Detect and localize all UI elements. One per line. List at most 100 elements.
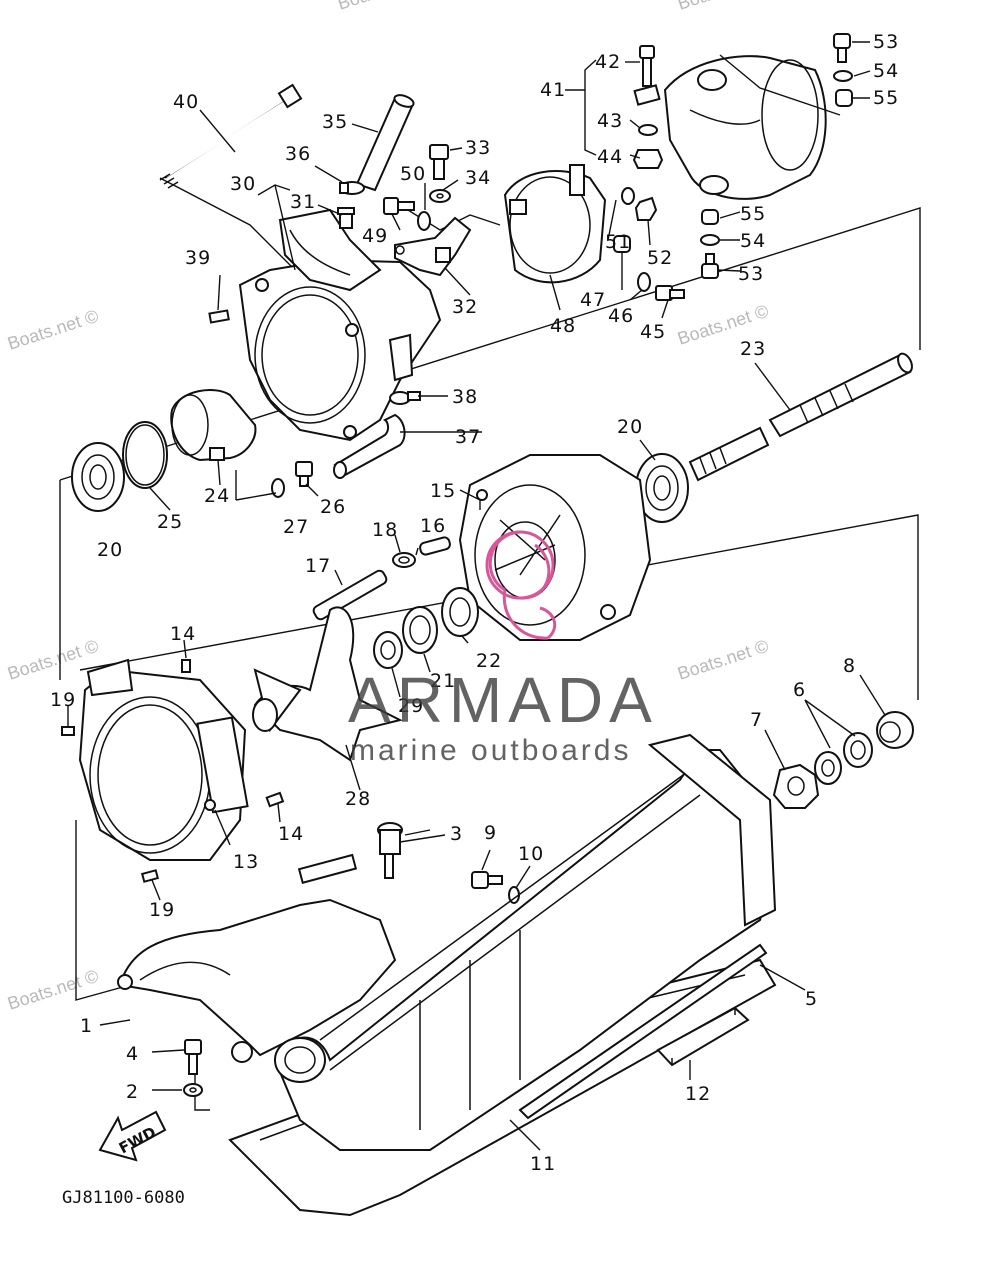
callout-8: 8 [843, 655, 856, 677]
callout-20a: 20 [617, 416, 643, 438]
callout-19b: 19 [149, 899, 175, 921]
part-3-drain-valve [377, 822, 403, 879]
callout-54a: 54 [873, 60, 899, 82]
part-54-washer-bottom [700, 234, 720, 246]
callout-12: 12 [685, 1083, 711, 1105]
part-6-seal [814, 732, 873, 785]
part-19-pin-top [61, 726, 75, 736]
fwd-arrow: FWD [98, 1110, 167, 1162]
part-33-bolt [429, 144, 449, 180]
leader-lines [67, 41, 886, 1151]
callout-30: 30 [230, 173, 256, 195]
callout-53a: 53 [873, 31, 899, 53]
callout-53b: 53 [738, 263, 764, 285]
part-17-shaft [312, 569, 388, 621]
callout-31: 31 [290, 191, 316, 213]
part-50-washer [417, 211, 431, 231]
callout-55a: 55 [873, 87, 899, 109]
callout-47: 47 [580, 289, 606, 311]
part-35-hose [355, 94, 415, 192]
part-21-seal [402, 606, 438, 654]
watermark: Boats.net © [675, 0, 771, 14]
callout-23: 23 [740, 338, 766, 360]
part-28-impeller [252, 606, 403, 762]
callout-13: 13 [233, 851, 259, 873]
callout-48: 48 [550, 315, 576, 337]
part-23-drive-shaft [768, 352, 913, 438]
part-44-nut [632, 149, 664, 169]
watermark: Boats.net © [335, 0, 431, 14]
callout-43: 43 [597, 110, 623, 132]
callout-32: 32 [452, 296, 478, 318]
part-38-clamp [389, 391, 421, 405]
callout-18: 18 [372, 519, 398, 541]
part-39-pin [208, 309, 230, 324]
part-53-bolt-top [833, 33, 851, 63]
callout-15: 15 [430, 480, 456, 502]
callout-2: 2 [126, 1081, 139, 1103]
callout-4: 4 [126, 1043, 139, 1065]
part-31-fitting [337, 207, 355, 229]
callout-44: 44 [597, 146, 623, 168]
part-14-pin-top [181, 659, 191, 673]
part-2-washer [183, 1083, 203, 1097]
part-24-cone [170, 389, 257, 462]
part-25-o-ring [122, 421, 168, 489]
part-18-clip [392, 552, 416, 568]
callout-25: 25 [157, 511, 183, 533]
callout-labels: 40 35 36 30 31 33 34 50 49 32 39 41 42 4… [50, 31, 899, 1175]
callout-26: 26 [320, 496, 346, 518]
part-5-strip [518, 943, 768, 1120]
callout-6: 6 [793, 679, 806, 701]
callout-16: 16 [420, 515, 446, 537]
callout-20b: 20 [97, 539, 123, 561]
callout-41: 41 [540, 79, 566, 101]
part-12-block [656, 1006, 750, 1067]
callout-27: 27 [283, 516, 309, 538]
callout-5: 5 [805, 988, 818, 1010]
callout-17: 17 [305, 555, 331, 577]
part-52-nut [634, 196, 658, 221]
part-43-washer [638, 124, 658, 136]
callout-24: 24 [204, 485, 230, 507]
part-49-bolt [383, 197, 415, 215]
callout-3: 3 [450, 823, 463, 845]
callout-28: 28 [345, 788, 371, 810]
callout-29: 29 [398, 695, 424, 717]
brand-title: ARMADA [348, 664, 658, 736]
callout-9: 9 [484, 822, 497, 844]
callout-46: 46 [608, 305, 634, 327]
callout-10: 10 [518, 843, 544, 865]
part-22-bearing [441, 587, 479, 637]
part-42-bolt [639, 45, 655, 87]
part-14-pin-bottom [265, 791, 285, 808]
brand-subtitle: marine outboards [350, 734, 631, 767]
part-9-bolt [471, 871, 503, 889]
part-19-pin-bottom [140, 869, 160, 883]
callout-35: 35 [322, 111, 348, 133]
part-7-gear [772, 763, 820, 809]
spline-shaft-end [688, 426, 770, 482]
part-13-intake-housing [78, 658, 249, 861]
watermark: Boats.net © [675, 636, 771, 684]
brand-emblem [485, 530, 557, 640]
part-16-pin [419, 536, 451, 556]
part-reverse-deflector [663, 55, 827, 200]
part-4-bolt [184, 1039, 202, 1075]
callout-34: 34 [465, 167, 491, 189]
callout-52: 52 [647, 247, 673, 269]
part-15-impeller-housing [458, 454, 652, 641]
callout-14a: 14 [170, 623, 196, 645]
part-55-collar-top [835, 89, 853, 107]
part-29-collar [373, 631, 403, 669]
callout-55b: 55 [740, 203, 766, 225]
callout-38: 38 [452, 386, 478, 408]
watermark: Boats.net © [5, 966, 101, 1014]
part-46-washer [637, 272, 651, 292]
callout-21: 21 [430, 670, 456, 692]
diagram-code: GJ81100-6080 [62, 1188, 185, 1208]
watermark: Boats.net © [5, 636, 101, 684]
part-40-long-bolt [159, 83, 303, 189]
part-27-washer [271, 478, 285, 498]
